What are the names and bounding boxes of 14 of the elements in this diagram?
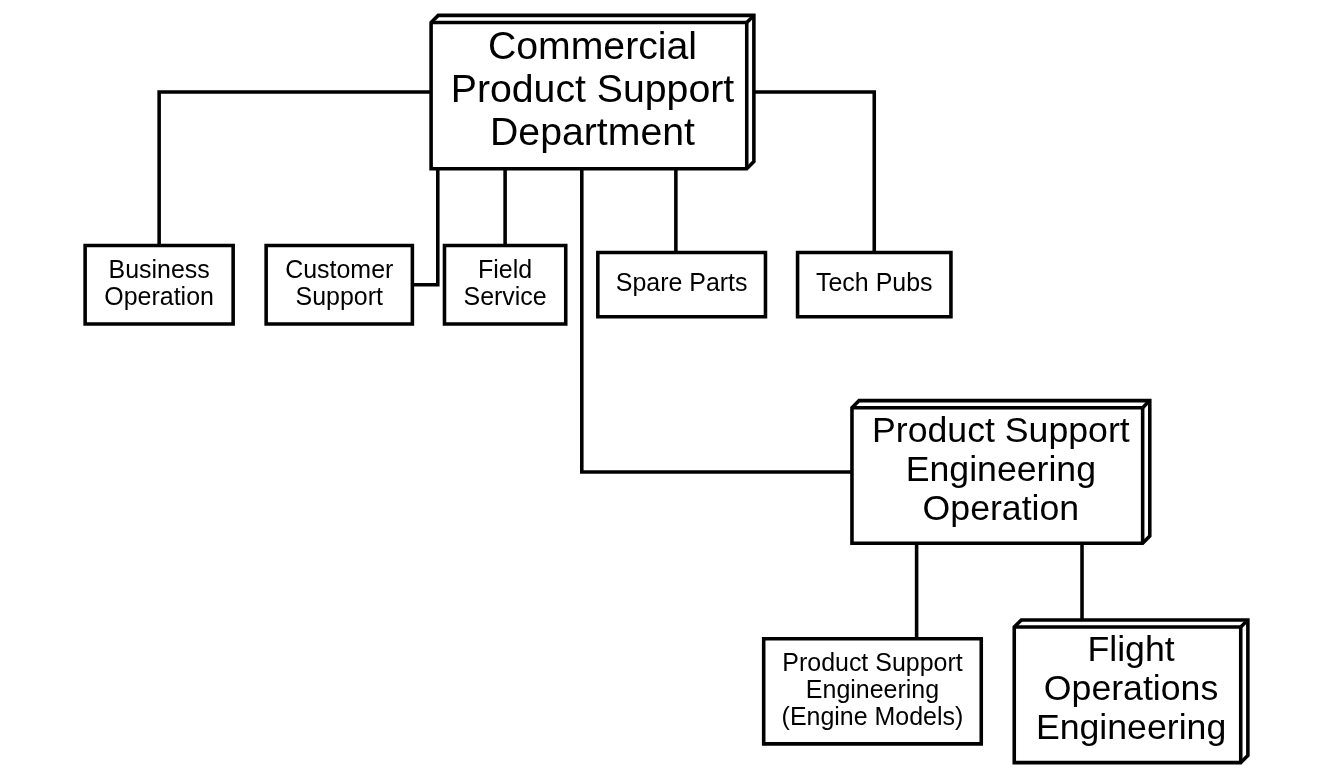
- node-box: Spare Parts: [596, 250, 768, 319]
- connector: [580, 168, 852, 474]
- connector: [674, 169, 678, 253]
- connector: [412, 169, 440, 287]
- connector: [753, 90, 877, 252]
- connector: [1080, 543, 1084, 620]
- connector: [157, 90, 431, 246]
- node-box: Product Support Engineering (Engine Models): [761, 636, 984, 746]
- node-box: Tech Pubs: [795, 250, 953, 319]
- node-box: Customer Support: [264, 243, 415, 326]
- node-box: Business Operation: [83, 243, 235, 326]
- connector: [503, 169, 507, 245]
- connector: [914, 543, 919, 639]
- node-box: Field Service: [442, 243, 568, 326]
